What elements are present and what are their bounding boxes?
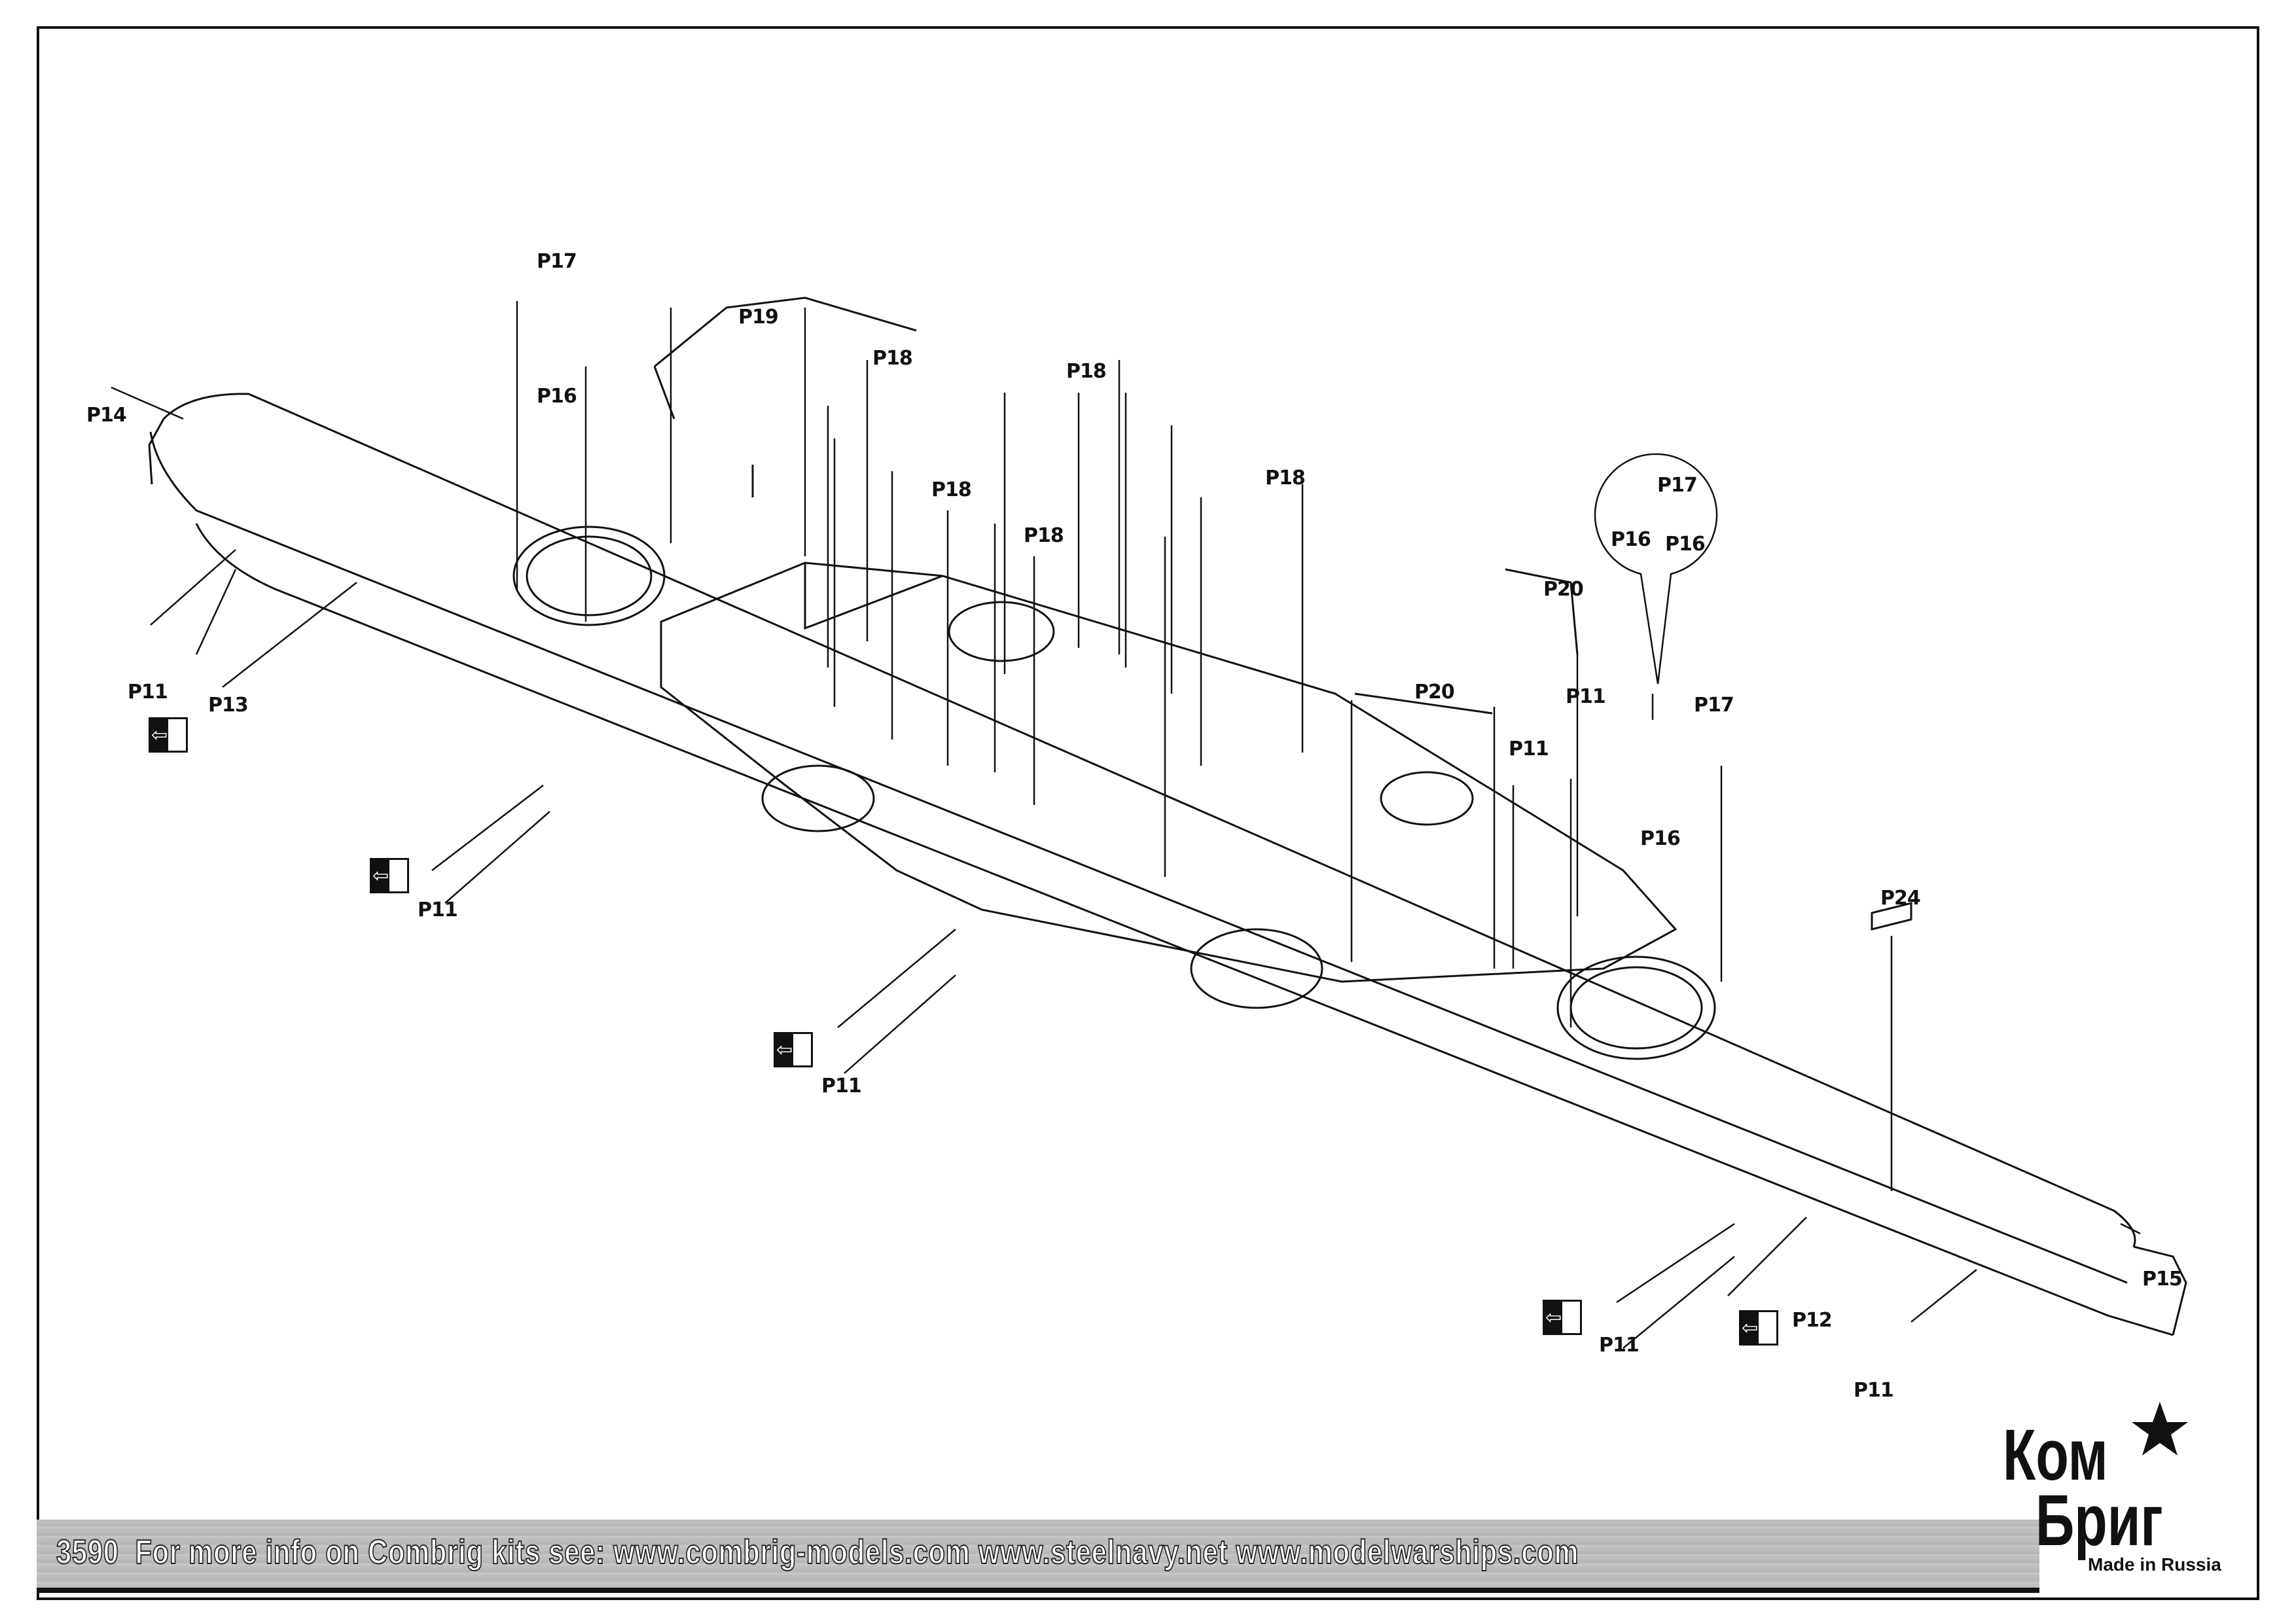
superstructure-deck — [660, 563, 943, 687]
footer-band: 3590 For more info on Combrig kits see: … — [37, 1520, 2039, 1593]
part-label-p12: P12 — [1792, 1309, 1833, 1332]
keel-line — [195, 523, 2174, 1336]
assembly-arrows — [111, 301, 2141, 1349]
footer-links-text: For more info on Combrig kits see: www.c… — [135, 1533, 1579, 1572]
fold-direction-icon: ⇦ — [774, 1032, 813, 1067]
footer-info: 3590 For more info on Combrig kits see: … — [56, 1533, 1579, 1572]
part-label-p11: P11 — [821, 1075, 862, 1097]
part-label-p14: P14 — [86, 404, 127, 427]
turret-barbette-small — [948, 601, 1055, 662]
part-label-p17: P17 — [537, 250, 577, 273]
part-label-p11: P11 — [128, 681, 168, 704]
bow — [2133, 1245, 2187, 1336]
part-label-p18: P18 — [872, 347, 913, 370]
part-p24 — [1871, 902, 1912, 931]
sheet-frame — [37, 26, 2259, 1600]
part-label-p15: P15 — [2142, 1268, 2183, 1291]
logo-tagline: Made in Russia — [2088, 1554, 2221, 1575]
fold-direction-icon: ⇦ — [1739, 1310, 1778, 1346]
part-label-p16: P16 — [537, 385, 577, 408]
callout-label-p16: P16 — [1665, 533, 1706, 556]
part-label-p11: P11 — [1566, 685, 1606, 708]
arrow-left-icon: ⇦ — [151, 719, 168, 751]
turret-barbette-mid2 — [1190, 928, 1323, 1009]
part-label-p19: P19 — [738, 306, 779, 329]
deck-edge — [162, 393, 2136, 1247]
part-label-p11: P11 — [1854, 1379, 1894, 1402]
stern — [148, 418, 165, 485]
fold-direction-icon: ⇦ — [149, 717, 188, 753]
logo-word-1: Ком — [2003, 1415, 2108, 1495]
turret-barbette-aft-inner — [526, 535, 653, 616]
part-label-p18: P18 — [1265, 467, 1306, 490]
turret-barbette-fwd-inner — [1570, 966, 1703, 1050]
arrow-left-icon: ⇦ — [372, 860, 389, 891]
fold-direction-icon: ⇦ — [1543, 1300, 1582, 1335]
star-icon — [2132, 1402, 2188, 1455]
logo-word-2: Бриг — [2036, 1480, 2163, 1561]
turret-barbette-small2 — [1380, 771, 1474, 826]
arrow-left-icon: ⇦ — [776, 1034, 793, 1065]
part-label-p11: P11 — [1509, 738, 1549, 760]
callout-label-p17: P17 — [1657, 474, 1698, 497]
railing-p19 — [653, 296, 917, 497]
part-label-p18: P18 — [1024, 524, 1064, 547]
fold-direction-icon: ⇦ — [370, 858, 409, 893]
arrow-left-icon: ⇦ — [1545, 1302, 1562, 1333]
superstructure — [660, 562, 1677, 983]
combrig-logo: Ком Бриг Made in Russia — [1990, 1400, 2251, 1584]
part-label-p18: P18 — [931, 478, 972, 501]
turret-barbette-fwd — [1556, 955, 1716, 1060]
part-label-p11: P11 — [418, 899, 458, 921]
part-label-p20: P20 — [1414, 681, 1455, 704]
railing-p20 — [1354, 568, 1579, 715]
detail-callout-bubble — [1594, 453, 1718, 685]
part-label-p11: P11 — [1599, 1334, 1640, 1357]
kit-number: 3590 — [56, 1533, 119, 1572]
part-label-p13: P13 — [208, 694, 249, 717]
callout-label-p16: P16 — [1611, 528, 1651, 551]
turret-barbette-mid — [761, 764, 875, 832]
part-label-p17: P17 — [1694, 694, 1734, 717]
part-label-p16: P16 — [1640, 827, 1681, 850]
part-label-p18: P18 — [1066, 360, 1107, 383]
arrow-left-icon: ⇦ — [1741, 1312, 1759, 1344]
part-label-p20: P20 — [1543, 578, 1584, 601]
hull-sheer-line — [149, 431, 2128, 1284]
turret-barbette-aft — [512, 526, 666, 626]
part-label-p24: P24 — [1880, 887, 1921, 910]
